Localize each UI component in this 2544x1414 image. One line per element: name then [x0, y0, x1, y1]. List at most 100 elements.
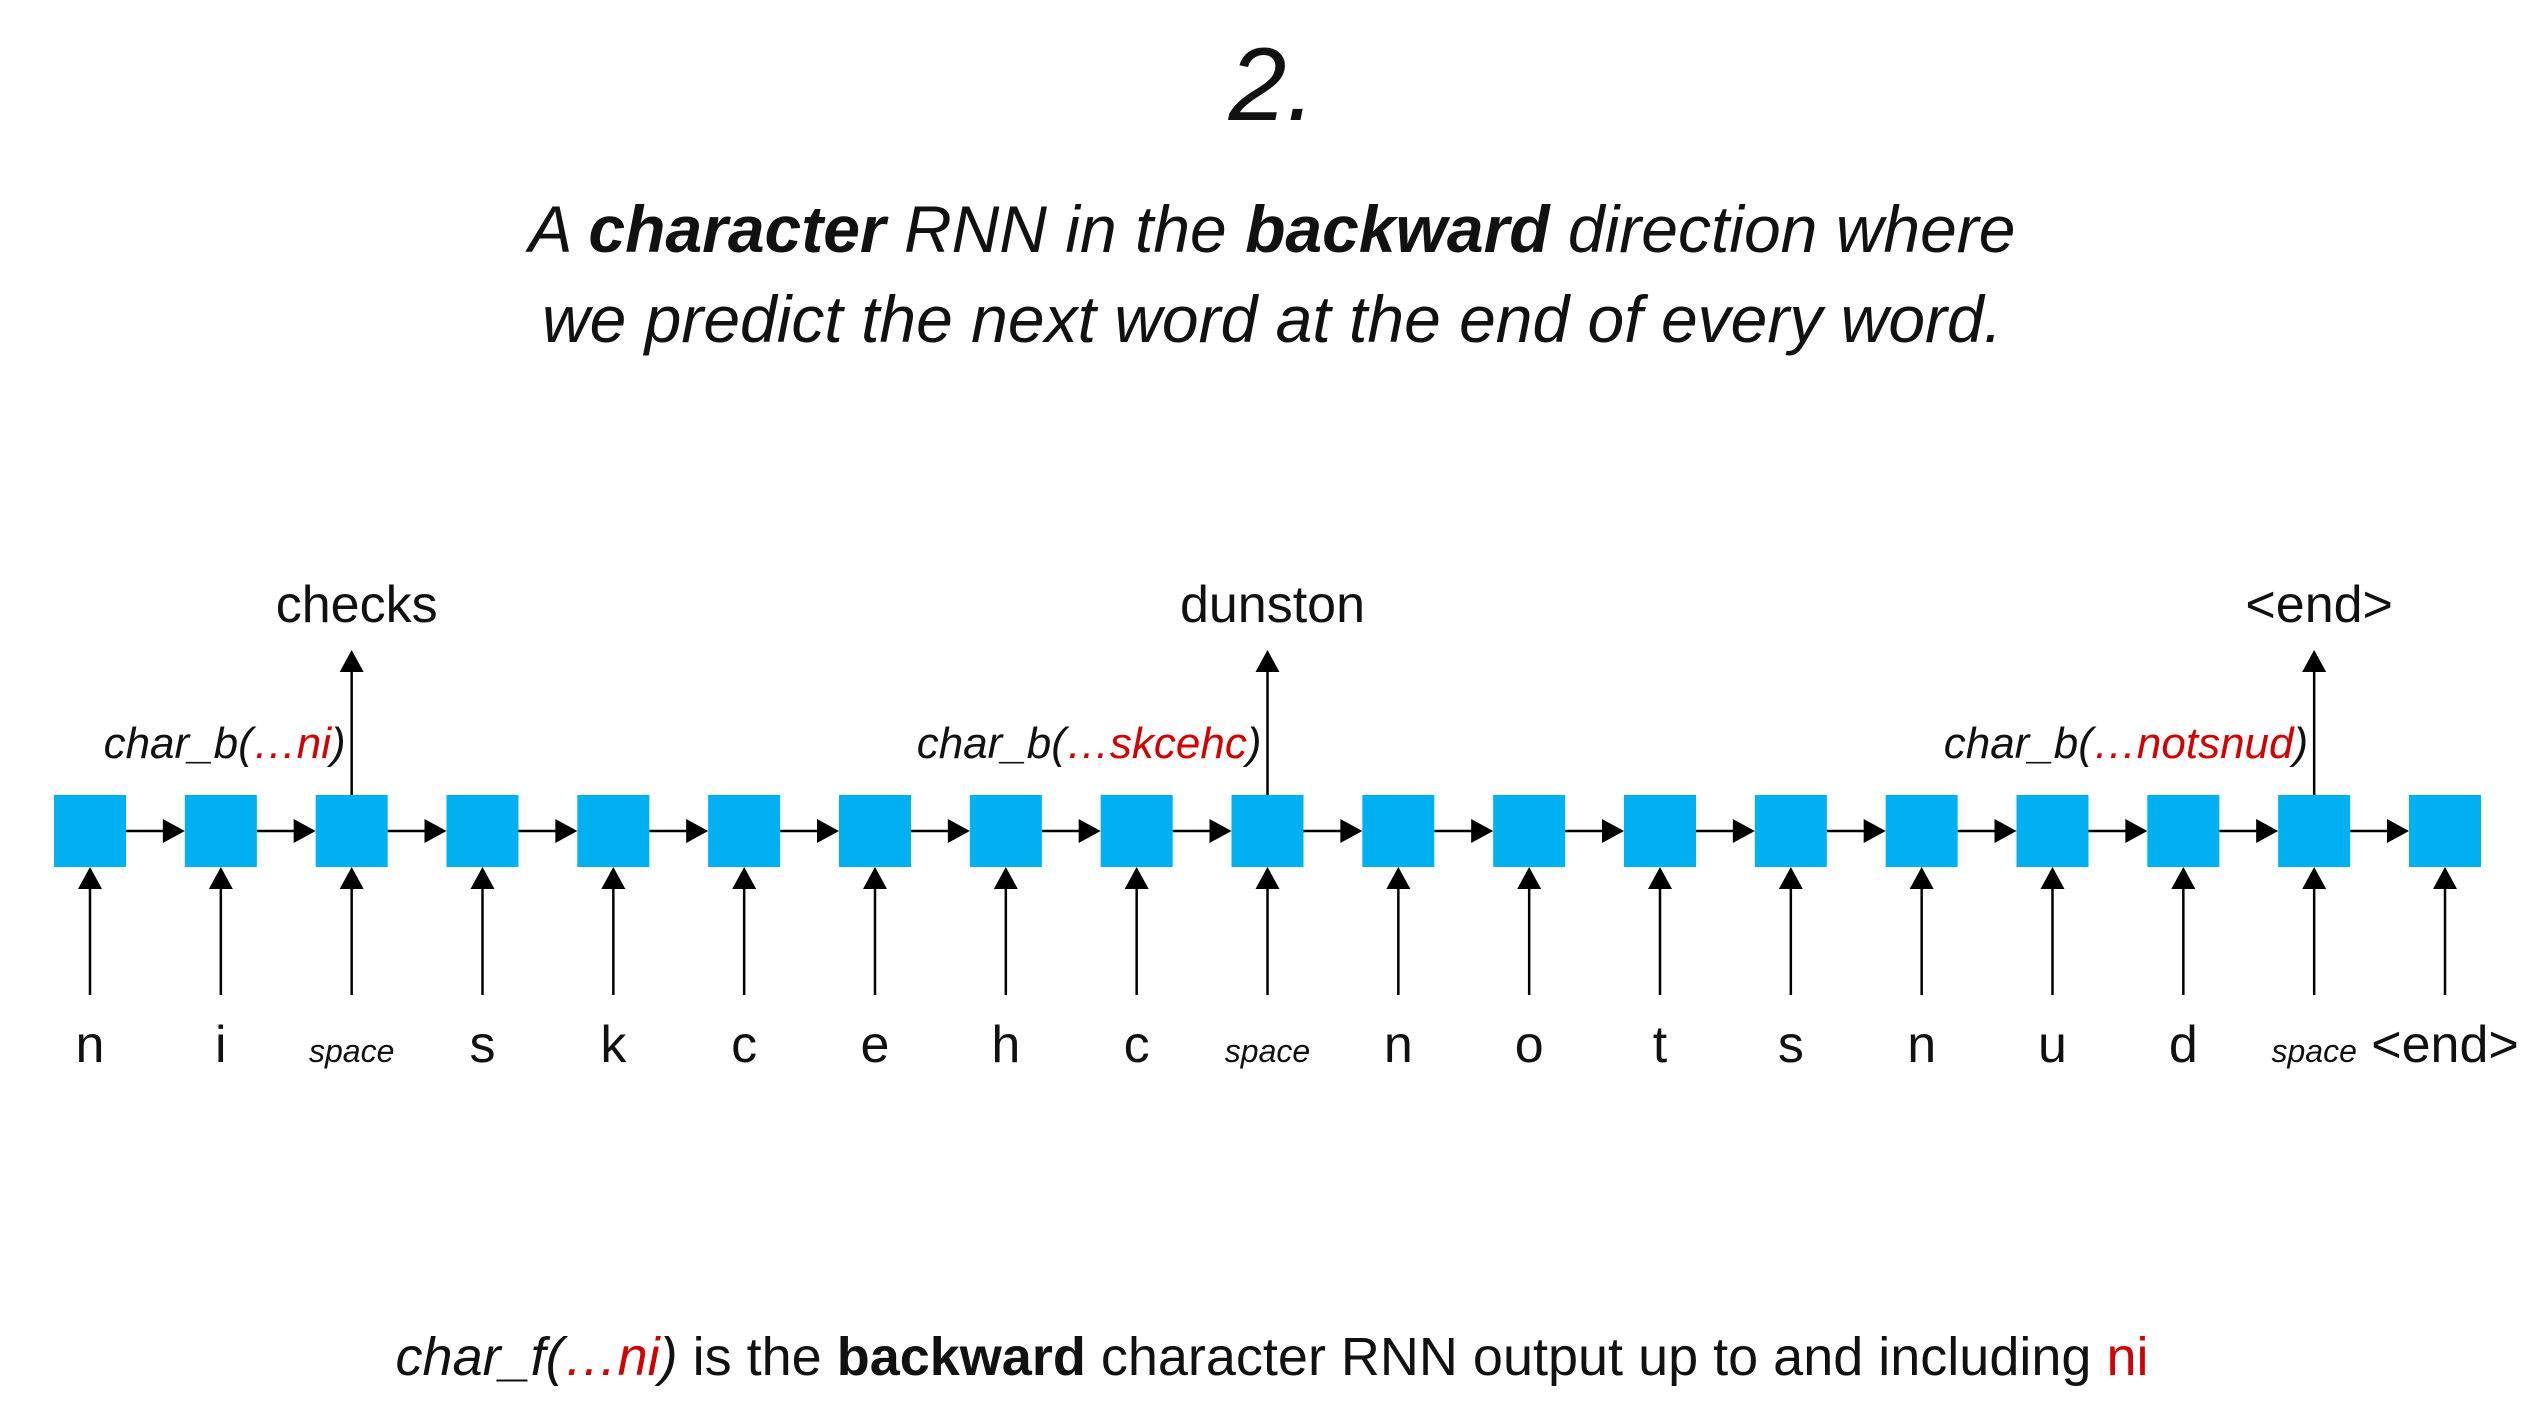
output-word: checks	[276, 576, 438, 634]
recurrent-arrow-head	[293, 819, 316, 843]
rnn-cell	[1624, 795, 1696, 867]
input-label: t	[1653, 1016, 1668, 1074]
input-label-space: space	[2271, 1033, 2356, 1069]
output-arrow-head	[1255, 650, 1280, 672]
recurrent-arrow-head	[2387, 819, 2409, 843]
subtitle-line-1: A character RNN in the backward directio…	[0, 190, 2544, 269]
recurrent-arrow-head	[1602, 819, 1624, 843]
input-arrow-head	[2433, 867, 2457, 889]
recurrent-arrow-head	[1471, 819, 1494, 843]
input-label: e	[861, 1016, 890, 1074]
footnote-bold: backward	[836, 1327, 1086, 1387]
rnn-cell	[1231, 795, 1304, 867]
footnote-highlight: ni	[2106, 1327, 2149, 1387]
recurrent-arrow-head	[686, 819, 709, 843]
input-arrow-head	[2302, 867, 2327, 889]
subtitle-bold-backward: backward	[1245, 192, 1550, 266]
footnote-text: character RNN output up to and including	[1085, 1327, 2107, 1387]
subtitle-text: RNN in the	[885, 192, 1246, 266]
footnote-text: is the	[677, 1327, 837, 1387]
input-arrow-head	[1517, 867, 1542, 889]
input-label: n	[1384, 1016, 1413, 1074]
rnn-cell	[54, 795, 126, 867]
recurrent-arrow-head	[2256, 819, 2279, 843]
recurrent-arrow-head	[2125, 819, 2148, 843]
output-arrow-head	[2302, 650, 2327, 672]
rnn-cell	[2278, 795, 2351, 867]
input-arrow-head	[1778, 867, 1803, 889]
rnn-cell	[1754, 795, 1827, 867]
input-label: o	[1515, 1016, 1544, 1074]
subtitle-line-2: we predict the next word at the end of e…	[541, 282, 2003, 356]
input-arrow-head	[863, 867, 887, 889]
input-arrow-head	[339, 867, 364, 889]
hidden-state-label-text: char_b(	[917, 719, 1071, 768]
hidden-state-label-highlight: …ni	[253, 719, 332, 768]
input-arrow-head	[1909, 867, 1934, 889]
recurrent-arrow-head	[817, 819, 839, 843]
recurrent-arrow-head	[1994, 819, 2017, 843]
input-arrow-head	[1648, 867, 1672, 889]
input-arrow-head	[1386, 867, 1411, 889]
recurrent-arrow-head	[1340, 819, 1363, 843]
recurrent-arrow-head	[424, 819, 447, 843]
footnote-italic-suffix: )	[659, 1327, 678, 1387]
hidden-state-label-highlight: …skcehc	[1066, 719, 1247, 768]
rnn-cell	[839, 795, 911, 867]
input-arrow-head	[732, 867, 757, 889]
hidden-state-label-text: )	[326, 719, 346, 768]
recurrent-arrow-head	[1078, 819, 1101, 843]
input-label-space: space	[309, 1033, 394, 1069]
hidden-state-label-text: )	[1242, 719, 1262, 768]
recurrent-arrow-head	[162, 819, 185, 843]
hidden-state-label: char_b(…ni)	[104, 719, 346, 768]
subtitle-text: A	[528, 192, 589, 266]
input-label-space: space	[1225, 1033, 1310, 1069]
footnote-italic-highlight: …ni	[563, 1327, 660, 1387]
hidden-state-label-text: )	[2289, 719, 2309, 768]
input-label: h	[991, 1016, 1020, 1074]
hidden-state-label: char_b(…skcehc)	[917, 719, 1262, 768]
input-label: n	[76, 1016, 105, 1074]
input-label: c	[1124, 1016, 1150, 1074]
rnn-cell	[1100, 795, 1173, 867]
input-label: k	[600, 1016, 627, 1074]
rnn-cell	[708, 795, 781, 867]
subtitle-bold-character: character	[588, 192, 886, 266]
hidden-state-label-highlight: …notsnud	[2093, 719, 2295, 768]
rnn-cell	[446, 795, 519, 867]
input-label: c	[731, 1016, 757, 1074]
hidden-state-label-text: char_b(	[1944, 719, 2098, 768]
recurrent-arrow-head	[555, 819, 578, 843]
input-label: <end>	[2371, 1016, 2519, 1074]
recurrent-arrow-head	[1863, 819, 1886, 843]
rnn-cell	[2409, 795, 2481, 867]
input-label: n	[1907, 1016, 1936, 1074]
rnn-cell	[315, 795, 388, 867]
input-arrow-head	[601, 867, 626, 889]
rnn-cell	[969, 795, 1042, 867]
footnote: char_f(…ni) is the backward character RN…	[0, 1325, 2544, 1390]
recurrent-arrow-head	[1732, 819, 1755, 843]
rnn-cell	[1362, 795, 1435, 867]
input-arrow-head	[993, 867, 1018, 889]
rnn-cell	[1885, 795, 1958, 867]
input-label: s	[470, 1016, 496, 1074]
hidden-state-label: char_b(…notsnud)	[1944, 719, 2308, 768]
output-word: dunston	[1180, 576, 1365, 634]
recurrent-arrow-head	[947, 819, 970, 843]
recurrent-arrow-head	[1209, 819, 1232, 843]
input-arrow-head	[78, 867, 102, 889]
rnn-cell	[2016, 795, 2089, 867]
rnn-cell	[2147, 795, 2220, 867]
input-arrow-head	[2171, 867, 2196, 889]
rnn-cell	[184, 795, 257, 867]
input-label: u	[2038, 1016, 2067, 1074]
rnn-cell	[577, 795, 650, 867]
input-label: d	[2169, 1016, 2198, 1074]
output-arrow-head	[339, 650, 364, 672]
hidden-state-label-text: char_b(	[104, 719, 258, 768]
input-arrow-head	[1124, 867, 1149, 889]
rnn-cell	[1493, 795, 1566, 867]
